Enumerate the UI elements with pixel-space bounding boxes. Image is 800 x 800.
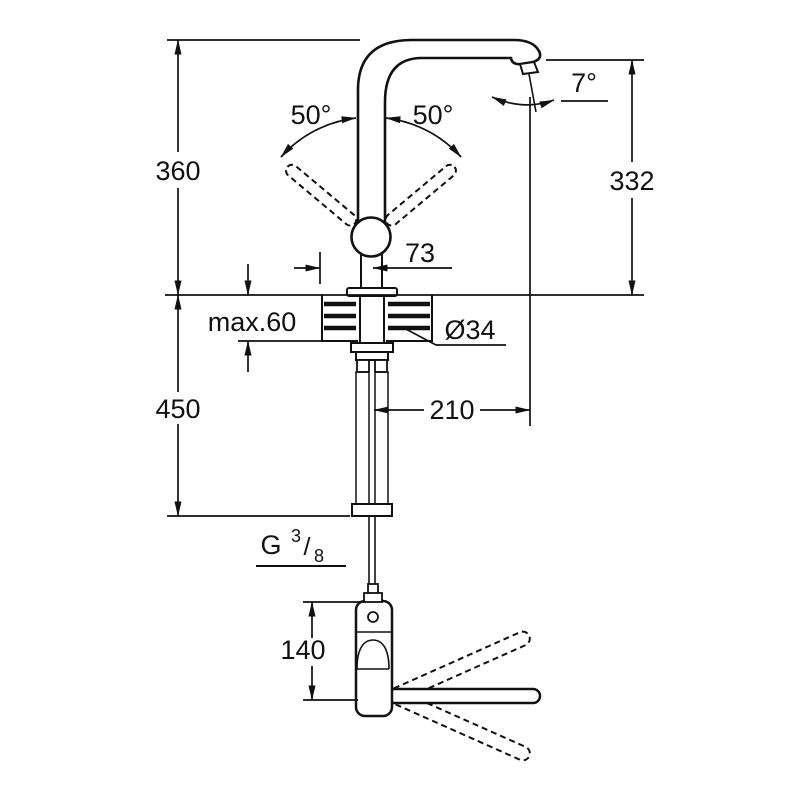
- arc-swivel-left: [280, 116, 357, 158]
- label-spout-tilt: 7°: [571, 68, 597, 98]
- handle-swivel-ghost-left: [285, 163, 358, 227]
- thread-slash: /: [304, 533, 311, 561]
- base-side-view: [354, 583, 542, 762]
- mounting-washer: [355, 351, 389, 361]
- arc-swivel-right: [385, 116, 462, 158]
- leader-hole-dia: [401, 326, 437, 346]
- counter-slab-hatch: [324, 301, 430, 331]
- thread-size-label: G 3 / 8: [256, 526, 346, 567]
- label-swivel-left: 50°: [291, 100, 332, 130]
- hose-connector-right: [374, 359, 388, 373]
- base-dome: [356, 639, 390, 670]
- label-base-depth: 140: [280, 635, 325, 665]
- dimension-annotations: 360 450 332 50° 50° 7° 73 max.60 Ø34: [155, 39, 655, 701]
- handle-ball-joint: [350, 216, 392, 258]
- label-height-below-deck: 450: [155, 394, 200, 424]
- label-mounting-hole-diameter: Ø34: [444, 315, 495, 345]
- counter-slab-right-edge: [386, 295, 433, 342]
- lever-handle: [384, 687, 542, 705]
- arc-spout-tilt: [491, 96, 555, 109]
- base-screw: [367, 611, 379, 623]
- spout-aerator: [518, 60, 540, 76]
- hose-connector-left: [356, 359, 370, 373]
- label-spout-outlet-height: 332: [609, 166, 654, 196]
- hose-end-fitting: [351, 503, 393, 517]
- thread-numerator: 3: [291, 526, 301, 546]
- label-spout-reach: 210: [429, 395, 474, 425]
- handle-swivel-ghost-right: [384, 163, 457, 227]
- supply-hose-right: [374, 371, 389, 505]
- label-height-above-deck: 360: [155, 156, 200, 186]
- label-handle-offset: 73: [405, 238, 435, 268]
- below-deck-assembly: [165, 294, 644, 586]
- thread-letter: G: [260, 530, 281, 560]
- mounting-nut: [350, 342, 394, 353]
- label-max-counter-thickness: max.60: [208, 307, 297, 337]
- base-top-cap: [363, 592, 383, 603]
- label-swivel-right: 50°: [413, 100, 454, 130]
- thread-denominator: 8: [314, 546, 324, 566]
- supply-hose-left: [355, 371, 370, 505]
- threaded-shank: [359, 295, 385, 344]
- spout-outline: [356, 38, 542, 226]
